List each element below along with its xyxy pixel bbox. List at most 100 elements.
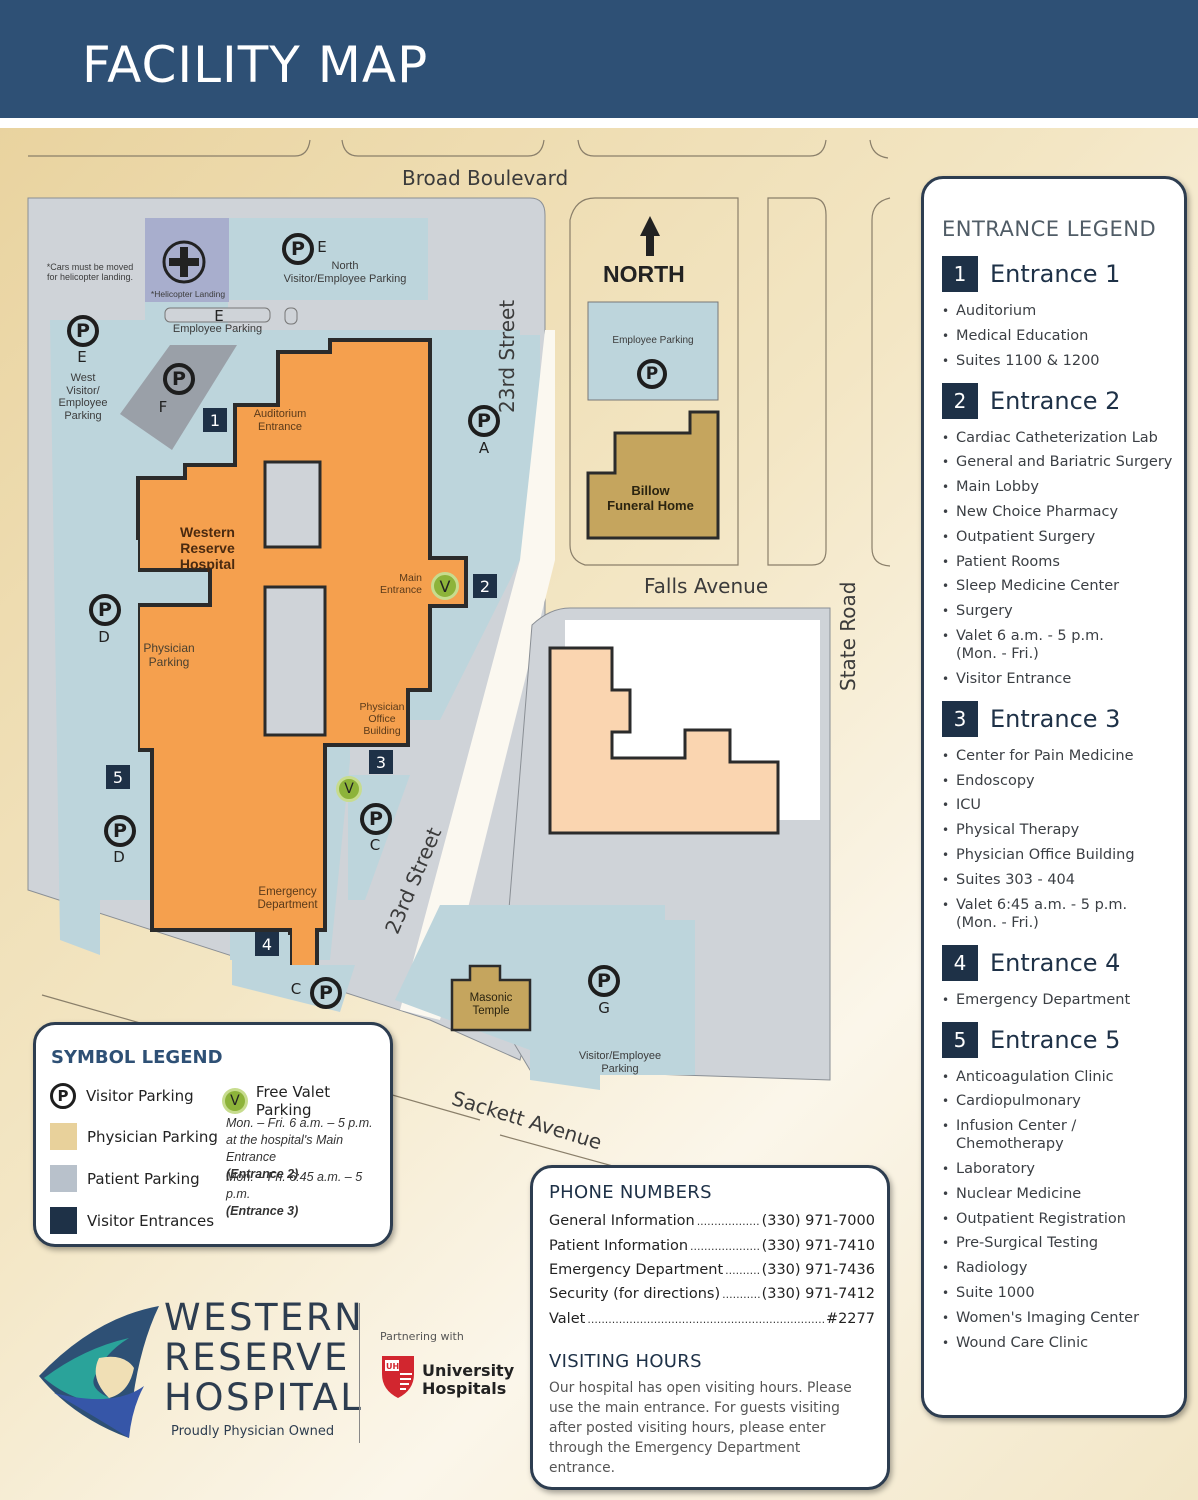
entrance-services-list: Center for Pain MedicineEndoscopyICUPhys… [942, 747, 1184, 932]
service-item: ICU [942, 796, 1184, 814]
street-falls-avenue: Falls Avenue [644, 574, 769, 598]
phone-number[interactable]: (330) 971-7410 [761, 1237, 875, 1254]
parking-icon: P [67, 315, 99, 347]
entrance-number-badge: 2 [942, 382, 978, 419]
phone-label: Security (for directions) [549, 1286, 721, 1303]
page-title: FACILITY MAP [82, 36, 429, 94]
parking-icon: P [468, 405, 500, 437]
lot-letter: E [77, 348, 87, 366]
entrance-services-list: AuditoriumMedical EducationSuites 1100 &… [942, 302, 1184, 370]
service-item: Wound Care Clinic [942, 1334, 1184, 1352]
legend-visitor-parking: P Visitor Parking [50, 1083, 194, 1109]
service-item: Surgery [942, 602, 1184, 620]
dot-leader [722, 1286, 759, 1302]
parking-icon: P [588, 965, 620, 997]
visitor-entrances-swatch [50, 1207, 77, 1234]
entrance-legend-title: ENTRANCE LEGEND [942, 217, 1157, 241]
service-item: Pre-Surgical Testing [942, 1234, 1184, 1252]
parking-icon: P [50, 1083, 76, 1109]
hospital-label: Western Reserve Hospital [179, 524, 236, 573]
legend-patient-parking: Patient Parking [50, 1165, 200, 1192]
partner-label: Partnering with [380, 1330, 464, 1343]
symbol-legend-title: SYMBOL LEGEND [51, 1047, 223, 1068]
north-label: NORTH [603, 261, 685, 287]
legend-label: Visitor Parking [86, 1087, 194, 1105]
facility-map[interactable]: Broad Boulevard 23rd Street Falls Avenue… [0, 128, 920, 1500]
entrance-3-badge[interactable]: 3 [369, 750, 393, 774]
helicopter-landing-label: *Helicopter Landing [150, 289, 226, 299]
valet-icon: V [336, 776, 362, 802]
phone-row: General Information(330) 971-7000 [549, 1209, 875, 1233]
lot-letter: D [113, 848, 125, 866]
phone-label: Valet [549, 1310, 586, 1327]
parking-icon: P [360, 803, 392, 835]
service-item: Patient Rooms [942, 553, 1184, 571]
service-item: Suites 303 - 404 [942, 871, 1184, 889]
entrance-name: Entrance 5 [990, 1025, 1121, 1054]
service-item: Visitor Entrance [942, 670, 1184, 688]
map-graphic [27, 139, 891, 1191]
service-item: Valet 6:45 a.m. - 5 p.m. (Mon. - Fri.) [942, 896, 1184, 932]
parking-icon: P [163, 363, 195, 395]
uh-shield-icon: UH [382, 1356, 414, 1398]
entrance-5-badge[interactable]: 5 [106, 765, 130, 789]
visiting-hours-title: VISITING HOURS [549, 1350, 702, 1372]
service-item: General and Bariatric Surgery [942, 453, 1184, 471]
entrance-services-list: Anticoagulation ClinicCardiopulmonaryInf… [942, 1068, 1184, 1352]
service-item: Anticoagulation Clinic [942, 1068, 1184, 1086]
service-item: Outpatient Registration [942, 1210, 1184, 1228]
billow-funeral-home-label: Billow Funeral Home [607, 483, 694, 513]
main-entrance-label: Main Entrance [379, 572, 422, 597]
parking-icon: P [637, 359, 667, 389]
dot-leader [587, 1311, 824, 1327]
entrance-name: Entrance 2 [990, 386, 1121, 415]
service-item: Valet 6 a.m. - 5 p.m. (Mon. - Fri.) [942, 627, 1184, 663]
emergency-department-label: Emergency Department [257, 886, 318, 912]
service-item: Suites 1100 & 1200 [942, 352, 1184, 370]
dot-leader [690, 1238, 760, 1254]
entrance-4-badge[interactable]: 4 [255, 932, 279, 956]
phone-numbers-title: PHONE NUMBERS [549, 1182, 712, 1203]
phone-number[interactable]: (330) 971-7412 [761, 1286, 875, 1303]
lot-label-employee-east: Employee Parking [612, 335, 694, 346]
parking-icon: P [104, 815, 136, 847]
legend-free-valet: V Free Valet Parking [222, 1083, 390, 1119]
physician-parking-swatch [50, 1123, 77, 1150]
legend-physician-parking: Physician Parking [50, 1123, 218, 1150]
lot-letter: E [214, 307, 224, 325]
entrance-1-badge[interactable]: 1 [203, 408, 227, 432]
phone-label: Patient Information [549, 1237, 689, 1254]
service-item: Laboratory [942, 1160, 1184, 1178]
valet-icon: V [431, 572, 459, 600]
phone-number[interactable]: (330) 971-7000 [761, 1213, 875, 1230]
street-23rd-north: 23rd Street [495, 299, 519, 413]
legend-label: Physician Parking [87, 1127, 218, 1146]
lot-letter: D [98, 628, 110, 646]
entrance-2-badge[interactable]: 2 [473, 574, 497, 598]
valet-note-1: Mon. – Fri. 6 a.m. – 5 p.m. at the hospi… [226, 1116, 373, 1181]
physician-office-building-label: Physician Office Building [359, 701, 405, 738]
phone-number[interactable]: (330) 971-7436 [761, 1261, 875, 1278]
valet-icon: V [222, 1088, 248, 1114]
entrance-services-list: Emergency Department [942, 991, 1184, 1009]
service-item: Main Lobby [942, 478, 1184, 496]
helicopter-note: *Cars must be moved for helicopter landi… [46, 262, 134, 283]
branding: WESTERN RESERVE HOSPITAL Proudly Physici… [34, 1298, 534, 1448]
service-item: Suite 1000 [942, 1284, 1184, 1302]
lot-letter: G [598, 999, 610, 1017]
phone-number[interactable]: #2277 [825, 1310, 875, 1327]
valet-note-2: Mon. – Fri. 6:45 a.m. – 5 p.m.(Entrance … [226, 1170, 363, 1218]
service-item: Radiology [942, 1259, 1184, 1277]
legend-label: Patient Parking [87, 1169, 200, 1188]
phone-label: Emergency Department [549, 1261, 724, 1278]
entrance-name: Entrance 4 [990, 948, 1121, 977]
phone-row: Emergency Department (330) 971-7436 [549, 1258, 875, 1282]
lot-letter: E [317, 238, 327, 256]
entrance-name: Entrance 3 [990, 704, 1121, 733]
